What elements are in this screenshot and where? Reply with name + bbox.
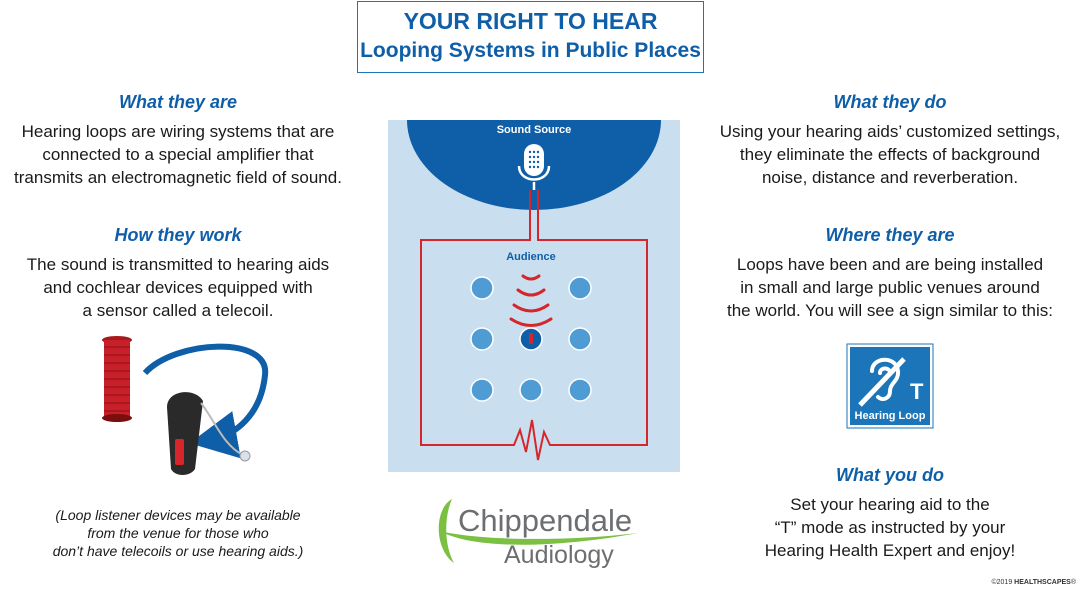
text-line: a sensor called a telecoil. [82, 301, 274, 320]
text-line: and cochlear devices equipped with [43, 278, 313, 297]
page-subtitle: Looping Systems in Public Places [360, 39, 701, 62]
what-they-are-text: Hearing loops are wiring systems that ar… [0, 120, 356, 189]
seat [568, 327, 592, 351]
text-line: from the venue for those who [87, 525, 269, 541]
how-they-work-heading: How they work [114, 225, 242, 245]
seat [568, 276, 592, 300]
copyright-brand: HEALTHSCAPES [1014, 579, 1071, 586]
audience-seats [470, 276, 592, 402]
hearing-aid-icon [167, 392, 251, 475]
what-they-are-heading: What they are [118, 92, 238, 112]
sound-source-label: Sound Source [497, 124, 572, 136]
seat [470, 327, 494, 351]
text-line: Hearing loops are wiring systems that ar… [21, 122, 335, 141]
loop-wire [420, 190, 648, 461]
listener-seat [519, 327, 543, 351]
seat [470, 378, 494, 402]
text-line: in small and large public venues around [740, 278, 1040, 297]
audience-label: Audience [506, 251, 556, 263]
where-they-are-heading: Where they are [825, 225, 955, 245]
what-you-do-text: Set your hearing aid to the “T” mode as … [702, 493, 1078, 562]
copyright-prefix: ©2019 [991, 579, 1015, 586]
text-line: Set your hearing aid to the [790, 495, 990, 514]
hearing-loop-sign: T Hearing Loop [846, 343, 934, 429]
copyright-notice: ©2019 HEALTHSCAPES® [991, 579, 1076, 586]
what-they-do-text: Using your hearing aids’ customized sett… [702, 120, 1078, 189]
logo-text-primary: Chippendale [458, 503, 632, 538]
sound-waves-icon [509, 274, 553, 327]
what-they-do-heading: What they do [833, 92, 947, 112]
text-line: noise, distance and reverberation. [761, 168, 1019, 187]
text-line: don’t have telecoils or use hearing aids… [52, 543, 304, 559]
curved-arrow-icon [142, 343, 269, 459]
what-you-do-heading: What you do [836, 465, 944, 485]
text-line: Hearing Health Expert and enjoy! [764, 541, 1016, 560]
sign-label: Hearing Loop [855, 410, 926, 422]
seat [470, 276, 494, 300]
text-line: Loops have been and are being installed [736, 255, 1044, 274]
copyright-suffix: ® [1070, 579, 1076, 586]
seat [519, 378, 543, 402]
logo-text-secondary: Audiology [504, 541, 614, 569]
diagonal-slash [858, 357, 906, 407]
coil-spool-icon [102, 336, 132, 422]
telecoil-hearing-aid-illustration [102, 336, 269, 475]
how-they-work-text: The sound is transmitted to hearing aids… [0, 253, 356, 322]
seat [568, 378, 592, 402]
loop-listener-note: (Loop listener devices may be available … [20, 506, 336, 560]
text-line: transmits an electromagnetic field of so… [14, 168, 342, 187]
text-line: (Loop listener devices may be available [55, 507, 301, 523]
text-line: Using your hearing aids’ customized sett… [719, 122, 1061, 141]
text-line: “T” mode as instructed by your [774, 518, 1006, 537]
microphone-icon [517, 144, 551, 190]
loop-system-diagram: Sound Source Audience [388, 120, 680, 472]
title-box: YOUR RIGHT TO HEAR Looping Systems in Pu… [357, 1, 704, 73]
where-they-are-text: Loops have been and are being installed … [702, 253, 1078, 322]
page-title: YOUR RIGHT TO HEAR [403, 8, 658, 34]
chippendale-audiology-logo: Chippendale Audiology [438, 499, 638, 569]
sign-letter: T [910, 379, 924, 404]
text-line: they eliminate the effects of background [739, 145, 1041, 164]
text-line: connected to a special amplifier that [42, 145, 314, 164]
text-line: The sound is transmitted to hearing aids [26, 255, 330, 274]
text-line: the world. You will see a sign similar t… [727, 301, 1053, 320]
